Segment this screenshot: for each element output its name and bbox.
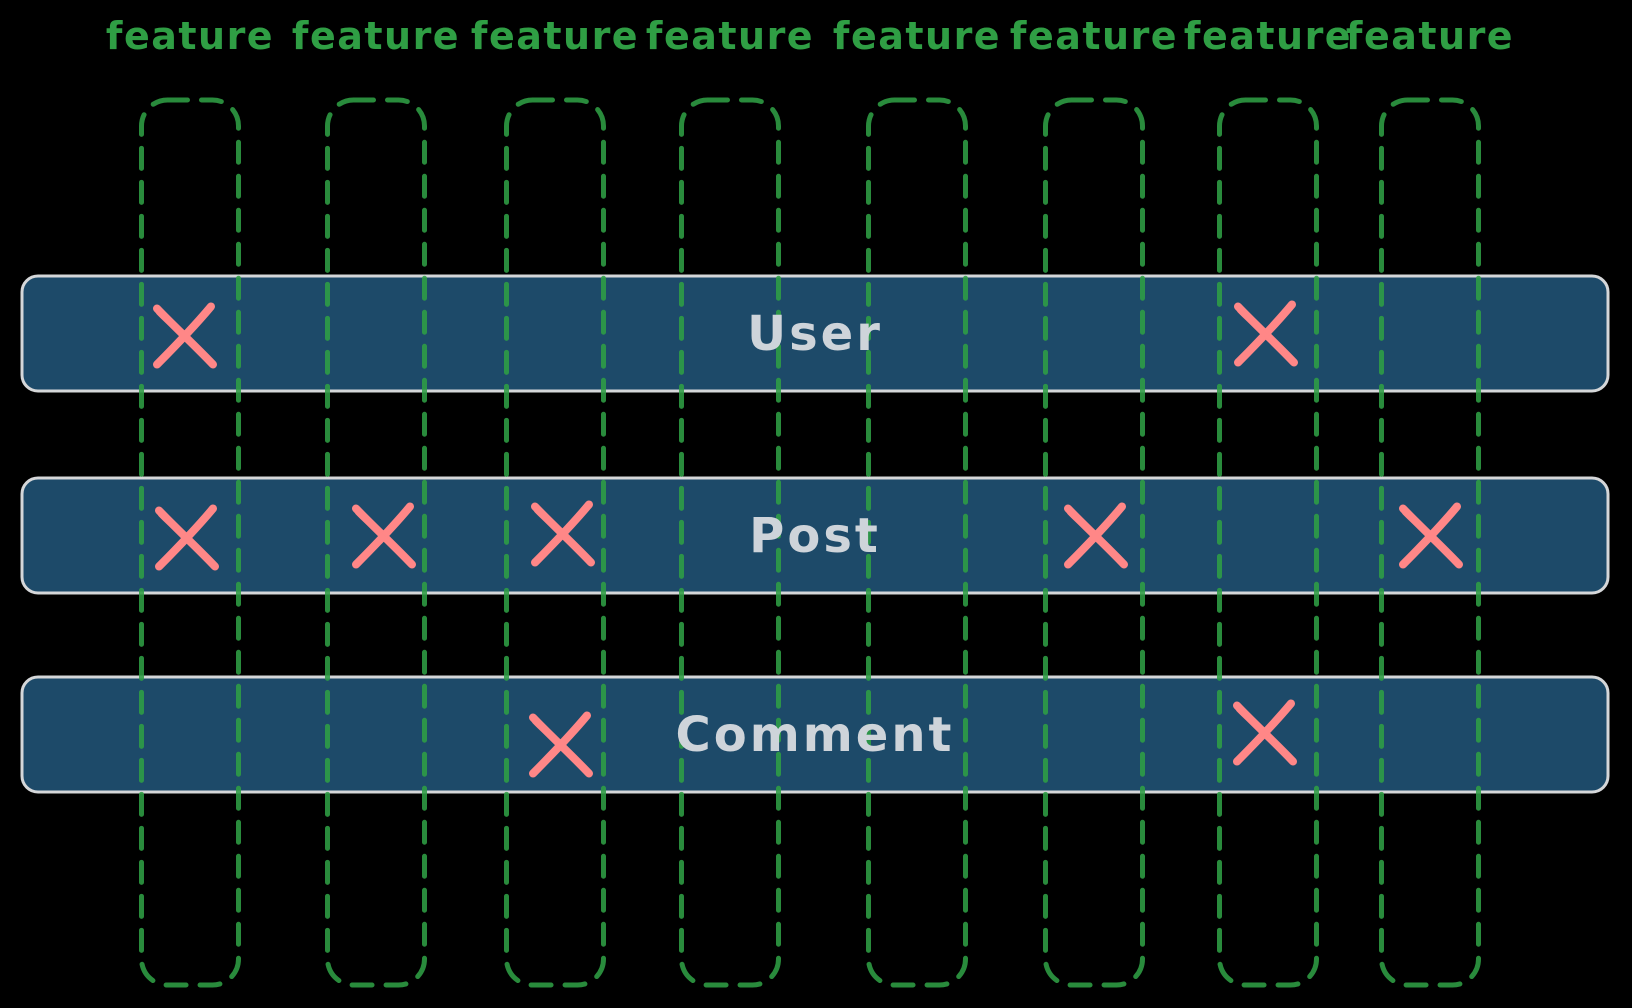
feature-column-label: feature (645, 14, 815, 58)
x-mark (1399, 502, 1463, 569)
x-marks (153, 300, 1463, 778)
feature-column-label: feature (832, 14, 1002, 58)
x-mark (153, 302, 217, 369)
feature-column-label: feature (470, 14, 640, 58)
feature-column-label: feature (291, 14, 461, 58)
entity-bar (20, 476, 1610, 595)
feature-column (325, 97, 427, 988)
feature-column (139, 97, 241, 988)
x-mark (1064, 502, 1128, 569)
entity-bar (20, 675, 1610, 794)
feature-column-label: feature (1345, 14, 1515, 58)
feature-column-label: feature (1183, 14, 1353, 58)
feature-column (1043, 97, 1145, 988)
x-mark (1234, 300, 1298, 367)
feature-column (679, 97, 781, 988)
x-mark (155, 504, 219, 571)
x-mark (531, 500, 595, 567)
feature-column (866, 97, 968, 988)
feature-column-label: feature (1009, 14, 1179, 58)
feature-column-label: feature (105, 14, 275, 58)
x-mark (1233, 699, 1297, 766)
entity-bar (20, 274, 1610, 393)
feature-columns (139, 97, 1481, 988)
entity-bars (20, 274, 1610, 794)
feature-column (504, 97, 606, 988)
feature-column (1217, 97, 1319, 988)
x-mark (529, 711, 593, 778)
x-mark (352, 502, 416, 569)
feature-column (1379, 97, 1481, 988)
